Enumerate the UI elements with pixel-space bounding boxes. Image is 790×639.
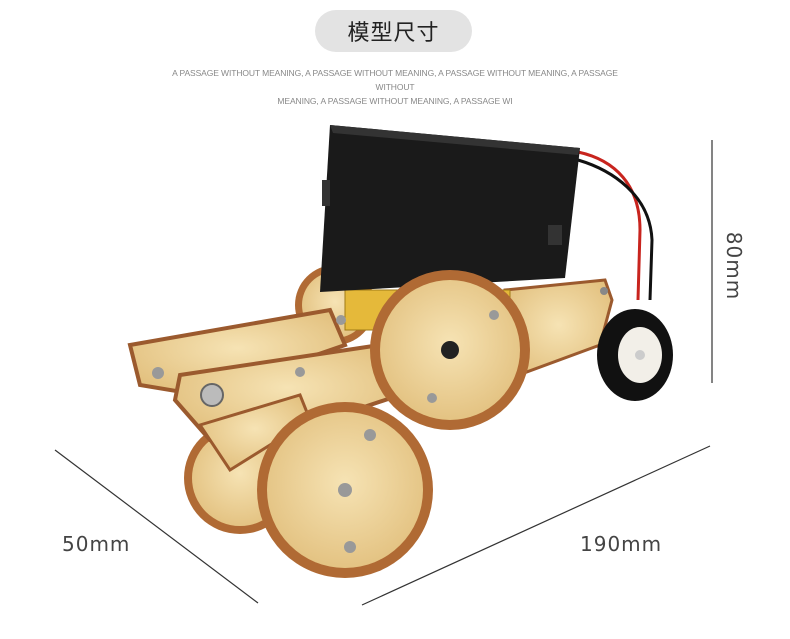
middle-gear (370, 270, 530, 430)
length-label: 190mm (580, 532, 663, 556)
black-wire (577, 158, 654, 301)
filler-text: A PASSAGE WITHOUT MEANING, A PASSAGE WIT… (170, 66, 620, 108)
rear-wheel (597, 309, 673, 401)
front-gear (257, 402, 433, 578)
length-dimension-line (361, 445, 711, 606)
width-dimension-line (54, 449, 259, 604)
red-wire (577, 150, 642, 301)
battery-box (320, 125, 580, 292)
width-label: 50mm (62, 532, 131, 556)
filler-line-2: MEANING, A PASSAGE WITHOUT MEANING, A PA… (277, 96, 513, 106)
filler-line-1: A PASSAGE WITHOUT MEANING, A PASSAGE WIT… (172, 68, 618, 92)
height-label: 80mm (722, 231, 747, 301)
section-title: 模型尺寸 (315, 10, 472, 52)
